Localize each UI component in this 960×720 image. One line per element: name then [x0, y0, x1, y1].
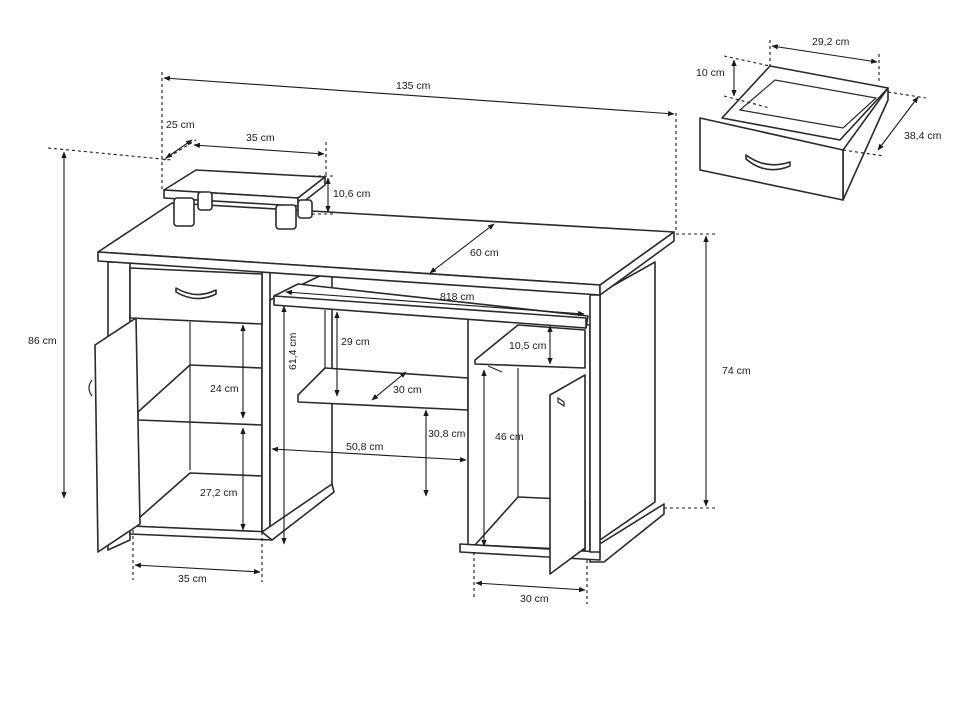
- label-shelf-height: 10,6 cm: [333, 188, 371, 200]
- label-right-top-opening: 10,5 cm: [509, 340, 547, 352]
- drawer-handle: [175, 287, 217, 300]
- label-drawer-height: 10 cm: [696, 67, 725, 79]
- label-left-width: 35 cm: [178, 573, 207, 585]
- label-top-depth: 60 cm: [470, 247, 499, 259]
- label-shelf-width: 35 cm: [246, 132, 275, 144]
- label-drawer-depth: 38,4 cm: [904, 130, 942, 142]
- label-shelf-depth: 25 cm: [166, 119, 195, 131]
- label-left-space-upper: 24 cm: [210, 383, 239, 395]
- dimension-lines: [47, 40, 927, 604]
- label-upper-opening: 29 cm: [341, 336, 370, 348]
- riser-leg-back-right: [297, 199, 313, 219]
- label-right-width: 30 cm: [520, 593, 549, 605]
- dimension-labels: 135 cm 86 cm 74 cm 60 cm 25 cm 35 cm 10,…: [28, 36, 942, 605]
- left-divider-panel: [261, 269, 271, 533]
- right-side-panel: [599, 261, 656, 541]
- riser-leg-front-right: [275, 204, 297, 230]
- riser-leg-front-left: [173, 197, 195, 227]
- desk-illustration: [88, 169, 675, 575]
- drawer-detail: [699, 65, 889, 201]
- left-door: [94, 317, 141, 553]
- drawer-detail-handle: [745, 154, 791, 171]
- label-desk-height: 74 cm: [722, 365, 751, 377]
- label-right-cabinet-height: 46 cm: [495, 431, 524, 443]
- label-center-height: 61,4 cm: [287, 332, 299, 370]
- label-total-height: 86 cm: [28, 335, 57, 347]
- label-knee-width: 50,8 cm: [346, 441, 384, 453]
- right-front-panel: [589, 294, 601, 553]
- label-drawer-width: 29,2 cm: [812, 36, 850, 48]
- label-total-width: 135 cm: [396, 80, 431, 92]
- label-lower-opening: 30,8 cm: [428, 428, 466, 440]
- riser-leg-back-left: [197, 191, 213, 211]
- center-shelf: [297, 367, 469, 411]
- label-keyboard-tray: 818 cm: [440, 291, 475, 303]
- desk-top-side-edge: [599, 231, 675, 296]
- drawer-detail-front: [699, 117, 844, 201]
- label-center-shelf-depth: 30 cm: [393, 384, 422, 396]
- label-left-space-lower: 27,2 cm: [200, 487, 238, 499]
- right-cabinet-shelf: [474, 324, 586, 369]
- left-divider-foot: [261, 483, 335, 541]
- right-door: [549, 374, 586, 575]
